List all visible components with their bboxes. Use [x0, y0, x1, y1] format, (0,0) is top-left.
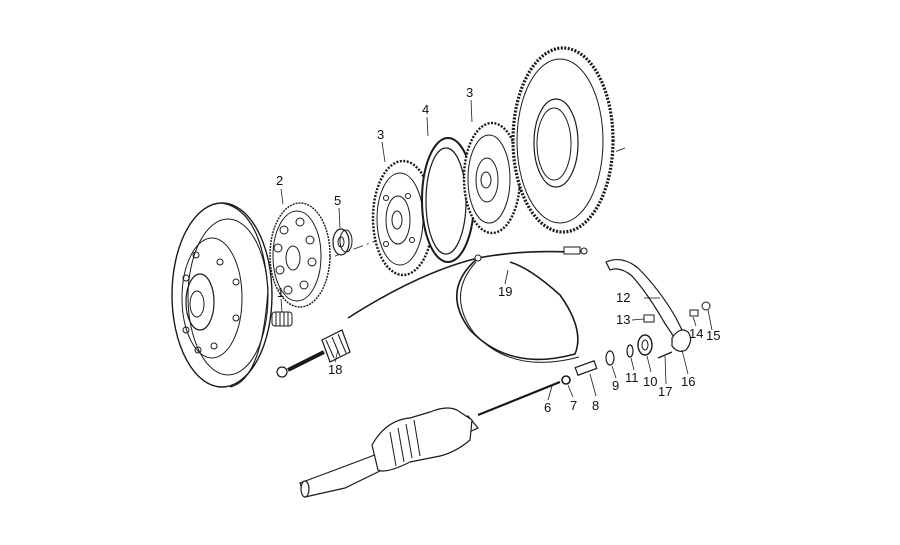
- part-16-fork: [671, 329, 692, 352]
- callout-15: 15: [706, 328, 720, 343]
- part-15-nut: [701, 301, 711, 311]
- part-17-pin: [657, 351, 673, 359]
- callout-labels: 2 3 4 3 5 1 19 18 6 7 8 9 11 10 17 12 13…: [276, 85, 720, 415]
- part-7-seal: [561, 375, 571, 385]
- callout-7: 7: [570, 398, 577, 413]
- callout-12: 12: [616, 290, 630, 305]
- leader-lines: [280, 99, 713, 401]
- callout-3b: 3: [466, 85, 473, 100]
- part-2-flex-plate: [269, 202, 331, 308]
- callout-14: 14: [689, 326, 703, 341]
- callout-18: 19: [498, 284, 512, 299]
- part-14-pin: [689, 309, 699, 317]
- part-18-cable: [347, 246, 588, 363]
- callout-13: 13: [616, 312, 630, 327]
- callout-19: 18: [328, 362, 342, 377]
- callout-8: 8: [592, 398, 599, 413]
- part-8-piston: [574, 360, 598, 376]
- callout-3a: 3: [377, 127, 384, 142]
- part-1-spring: [271, 311, 293, 327]
- input-shaft: [299, 407, 479, 498]
- callout-2: 2: [276, 173, 283, 188]
- callout-6: 6: [544, 400, 551, 415]
- callout-4: 4: [422, 102, 429, 117]
- flywheel-housing: [171, 202, 273, 388]
- part-10-bearing: [637, 334, 653, 356]
- part-11-washer: [626, 344, 634, 358]
- part-5-hub: [332, 228, 353, 256]
- part-9-ring: [605, 350, 615, 366]
- callout-10: 10: [643, 374, 657, 389]
- part-13-spring: [643, 314, 655, 323]
- part-19-adjuster: [276, 329, 351, 378]
- part-6-push-rod: [477, 380, 561, 417]
- callout-17: 17: [658, 384, 672, 399]
- callout-16: 16: [681, 374, 695, 389]
- ring-gear-flywheel: [511, 46, 615, 234]
- callout-11: 11: [625, 370, 639, 385]
- callout-1: 1: [277, 285, 284, 300]
- callout-9: 9: [612, 378, 619, 393]
- callout-5: 5: [334, 193, 341, 208]
